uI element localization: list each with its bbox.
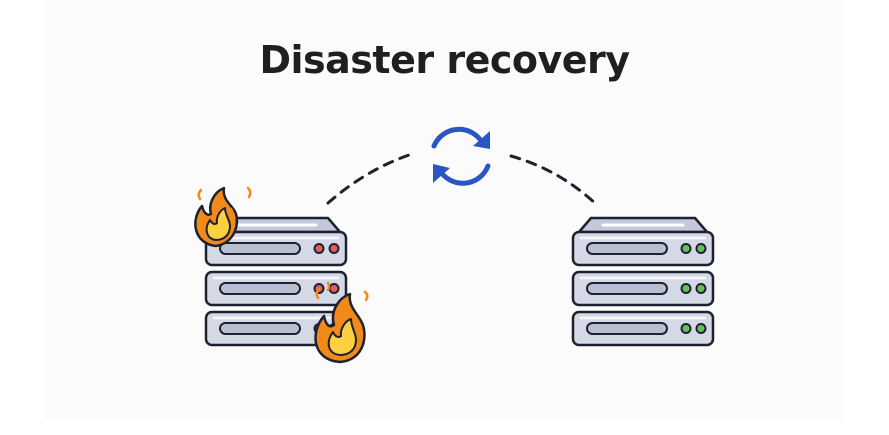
sync-icon [431,126,491,186]
large-flame-icon [314,292,366,364]
diagram-title: Disaster recovery [259,38,630,82]
red-status-led [328,283,340,294]
drive-slot [219,322,301,335]
drive-slot [586,282,668,295]
green-status-led [680,243,692,254]
dashed-connector-right [509,154,599,207]
server-unit [571,310,715,347]
small-flame-icon [194,186,239,248]
dashed-connector-left [326,151,417,205]
green-status-led [695,243,707,254]
backup-server-icon [571,216,715,347]
server-unit [571,230,715,267]
drive-slot [586,322,668,335]
red-status-led [313,243,325,254]
drive-slot [219,242,301,255]
green-status-led [695,323,707,334]
server-unit [204,230,348,267]
red-status-led [328,243,340,254]
drive-slot [219,282,301,295]
diagram-panel [45,0,844,420]
fire-sparks [197,186,369,302]
server-unit [571,270,715,307]
green-status-led [680,323,692,334]
drive-slot [586,242,668,255]
server-unit [204,270,348,307]
green-status-led [680,283,692,294]
green-status-led [695,283,707,294]
